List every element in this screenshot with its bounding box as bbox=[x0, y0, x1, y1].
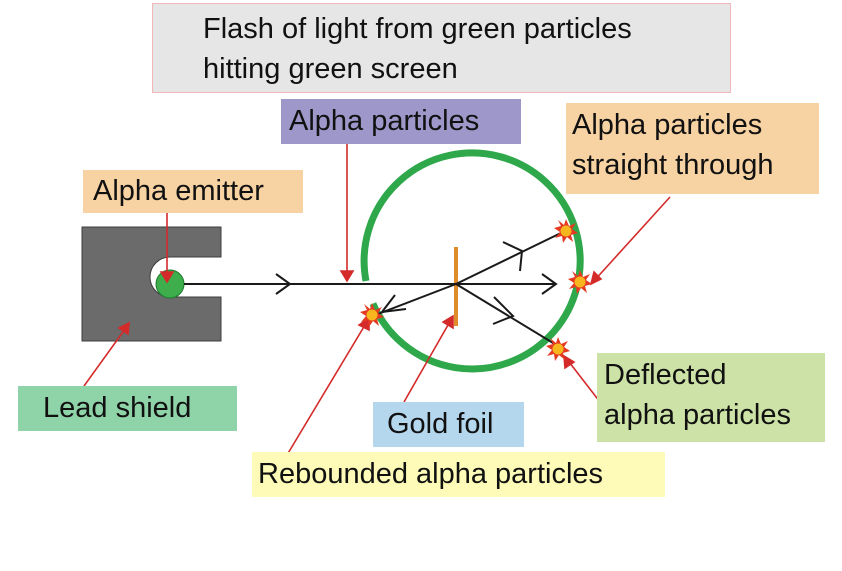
straight-through-line2: straight through bbox=[572, 149, 774, 181]
straight-through-line1: Alpha particles bbox=[572, 109, 763, 141]
legend-text-line1: Flash of light from green particles bbox=[203, 13, 632, 45]
gold-foil-label: Gold foil bbox=[373, 402, 524, 447]
particle-paths bbox=[184, 230, 566, 347]
legend-box: Flash of light from green particles hitt… bbox=[152, 3, 731, 93]
deflected-line1: Deflected bbox=[604, 359, 727, 391]
rebounded-label: Rebounded alpha particles bbox=[252, 452, 665, 497]
deflected-label: Deflected alpha particles bbox=[597, 353, 825, 442]
alpha-emitter-label: Alpha emitter bbox=[83, 170, 303, 213]
flash-burst-icon bbox=[568, 270, 592, 294]
pointer-lines bbox=[83, 143, 671, 456]
legend-text-line2: hitting green screen bbox=[203, 53, 458, 85]
deflected-line2: alpha particles bbox=[604, 399, 791, 431]
fluorescent-screen bbox=[360, 149, 584, 373]
lead-shield-label: Lead shield bbox=[18, 386, 237, 431]
alpha-particles-label: Alpha particles bbox=[281, 99, 521, 144]
straight-through-label: Alpha particles straight through bbox=[566, 103, 819, 194]
